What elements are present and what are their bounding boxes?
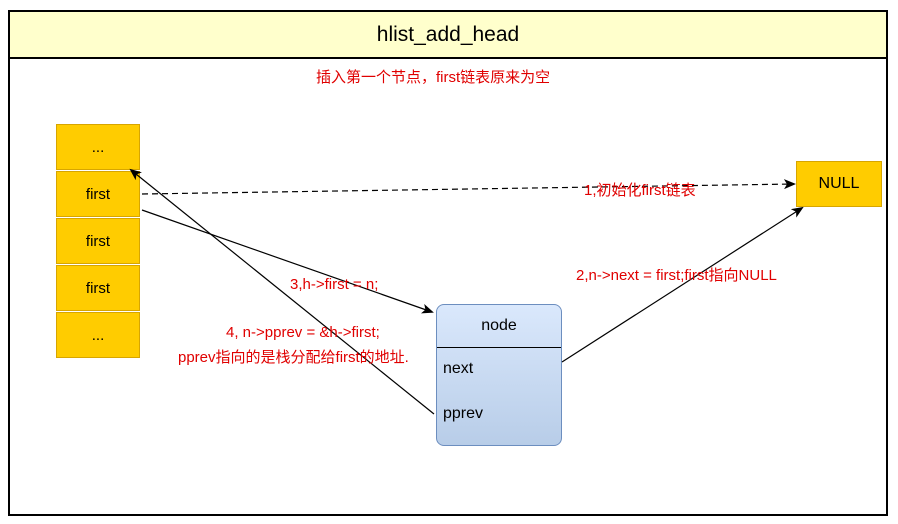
node-field-next: next xyxy=(443,360,474,377)
annotation-step3: 3,h->first = n; xyxy=(290,276,379,293)
arrow-first-to-node xyxy=(141,209,434,314)
list-cell-2: first xyxy=(56,218,140,264)
null-box: NULL xyxy=(796,161,882,207)
diagram-subtitle: 插入第一个节点，first链表原来为空 xyxy=(316,69,551,86)
node-header: node xyxy=(437,305,561,348)
node-field-pprev: pprev xyxy=(443,405,484,422)
annotation-step4-line2: pprev指向的是栈分配给first的地址. xyxy=(178,349,409,366)
arrow-init-to-null xyxy=(141,179,796,195)
list-cell-1: first xyxy=(56,171,140,217)
list-cell-4: ... xyxy=(56,312,140,358)
node-box: node next pprev xyxy=(436,304,562,446)
annotation-step2: 2,n->next = first;first指向NULL xyxy=(576,267,777,284)
annotation-step1: 1,初始化first链表 xyxy=(584,182,696,199)
list-cell-3: first xyxy=(56,265,140,311)
arrow-pprev-to-first xyxy=(129,168,435,415)
arrow-next-to-null xyxy=(561,206,804,363)
diagram-title: hlist_add_head xyxy=(10,12,886,59)
annotation-step4-line1: 4, n->pprev = &h->first; xyxy=(226,324,380,341)
list-cell-0: ... xyxy=(56,124,140,170)
